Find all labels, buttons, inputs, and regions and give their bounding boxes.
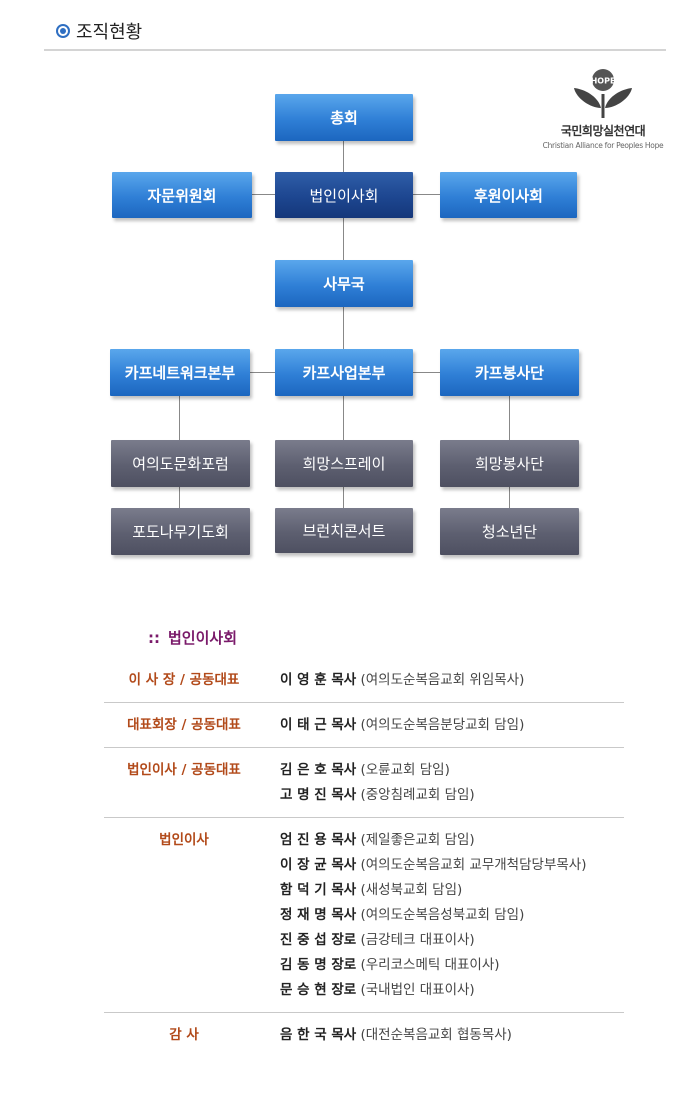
member-affiliation: (우리코스메틱 대표이사) — [360, 957, 500, 973]
member-affiliation: (새성북교회 담임) — [360, 882, 463, 898]
logo-english-name: Christian Alliance for Peoples Hope — [542, 141, 664, 150]
role-label: 법인이사 — [159, 832, 209, 848]
header-divider — [44, 49, 666, 51]
list-item: 김 은 호 목사 (오륜교회 담임) — [280, 758, 624, 783]
member-affiliation: (여의도순복음교회 교무개척담당부목사) — [360, 857, 587, 873]
member-list: 음 한 국 목사 (대전순복음교회 협동목사) — [264, 1023, 624, 1048]
member-name: 문 승 현 장로 — [280, 982, 357, 998]
list-item: 김 동 명 장로 (우리코스메틱 대표이사) — [280, 953, 624, 978]
logo-korean-name: 국민희망실천연대 — [560, 124, 646, 138]
member-name: 진 중 섭 장로 — [280, 932, 357, 948]
list-item: 함 덕 기 목사 (새성북교회 담임) — [280, 878, 624, 903]
org-box-general-assembly[interactable]: 총회 — [275, 94, 413, 141]
org-box-board-of-directors[interactable]: 법인이사회 — [275, 172, 413, 218]
section-marker: :: — [148, 629, 160, 647]
member-affiliation: (대전순복음교회 협동목사) — [360, 1027, 512, 1043]
section-header: 조직현황 — [56, 18, 142, 44]
member-affiliation: (국내법인 대표이사) — [360, 982, 475, 998]
org-box-hope-volunteer[interactable]: 희망봉사단 — [440, 440, 579, 487]
member-affiliation: (오륜교회 담임) — [360, 762, 450, 778]
board-section-title: ::법인이사회 — [148, 627, 237, 648]
member-name: 김 동 명 장로 — [280, 957, 357, 973]
connector-line — [343, 307, 344, 349]
member-affiliation: (금강테크 대표이사) — [360, 932, 475, 948]
role-label: 대표회장 / 공동대표 — [127, 717, 241, 733]
member-list: 이 태 근 목사 (여의도순복음분당교회 담임) — [264, 713, 624, 738]
table-row: 이 사 장 / 공동대표 이 영 훈 목사 (여의도순복음교회 위임목사) — [104, 658, 624, 703]
list-item: 이 영 훈 목사 (여의도순복음교회 위임목사) — [280, 668, 624, 693]
role-label: 감 사 — [169, 1027, 199, 1043]
member-list: 엄 진 용 목사 (제일좋은교회 담임)이 장 균 목사 (여의도순복음교회 교… — [264, 828, 624, 1003]
org-box-secretariat[interactable]: 사무국 — [275, 260, 413, 307]
section-title-text: 법인이사회 — [168, 629, 238, 647]
member-name: 함 덕 기 목사 — [280, 882, 357, 898]
member-name: 이 장 균 목사 — [280, 857, 357, 873]
org-box-sponsor-board[interactable]: 후원이사회 — [440, 172, 577, 218]
organization-logo: HOPE 국민희망실천연대 Christian Alliance for Peo… — [538, 68, 668, 150]
member-affiliation: (여의도순복음분당교회 담임) — [360, 717, 525, 733]
member-name: 이 태 근 목사 — [280, 717, 357, 733]
list-item: 고 명 진 목사 (중앙침례교회 담임) — [280, 783, 624, 808]
member-name: 김 은 호 목사 — [280, 762, 357, 778]
hope-leaves-icon: HOPE — [574, 69, 632, 118]
org-box-business-hq[interactable]: 카프사업본부 — [275, 349, 413, 396]
role-label: 이 사 장 / 공동대표 — [128, 672, 240, 688]
org-box-brunch-concert[interactable]: 브런치콘서트 — [275, 508, 413, 553]
member-list: 이 영 훈 목사 (여의도순복음교회 위임목사) — [264, 668, 624, 693]
org-box-youth-group[interactable]: 청소년단 — [440, 508, 579, 555]
member-name: 엄 진 용 목사 — [280, 832, 357, 848]
member-list: 김 은 호 목사 (오륜교회 담임)고 명 진 목사 (중앙침례교회 담임) — [264, 758, 624, 808]
member-name: 이 영 훈 목사 — [280, 672, 357, 688]
member-affiliation: (여의도순복음성북교회 담임) — [360, 907, 525, 923]
table-row: 감 사 음 한 국 목사 (대전순복음교회 협동목사) — [104, 1013, 624, 1057]
list-item: 문 승 현 장로 (국내법인 대표이사) — [280, 978, 624, 1003]
org-box-network-hq[interactable]: 카프네트워크본부 — [110, 349, 250, 396]
table-row: 대표회장 / 공동대표 이 태 근 목사 (여의도순복음분당교회 담임) — [104, 703, 624, 748]
member-affiliation: (제일좋은교회 담임) — [360, 832, 475, 848]
org-box-vineyard-prayer[interactable]: 포도나무기도회 — [111, 508, 250, 555]
org-box-yeouido-forum[interactable]: 여의도문화포럼 — [111, 440, 250, 487]
org-box-hope-spray[interactable]: 희망스프레이 — [275, 440, 413, 487]
member-name: 고 명 진 목사 — [280, 787, 357, 803]
member-name: 정 재 명 목사 — [280, 907, 357, 923]
list-item: 이 장 균 목사 (여의도순복음교회 교무개척담당부목사) — [280, 853, 624, 878]
list-item: 음 한 국 목사 (대전순복음교회 협동목사) — [280, 1023, 624, 1048]
org-box-advisory-committee[interactable]: 자문위원회 — [112, 172, 252, 218]
list-item: 정 재 명 목사 (여의도순복음성북교회 담임) — [280, 903, 624, 928]
list-item: 진 중 섭 장로 (금강테크 대표이사) — [280, 928, 624, 953]
member-affiliation: (여의도순복음교회 위임목사) — [360, 672, 525, 688]
radio-bullet-icon — [56, 24, 70, 38]
org-box-volunteer-corps[interactable]: 카프봉사단 — [440, 349, 579, 396]
page-title: 조직현황 — [76, 22, 143, 43]
member-name: 음 한 국 목사 — [280, 1027, 357, 1043]
role-label: 법인이사 / 공동대표 — [127, 762, 241, 778]
member-affiliation: (중앙침례교회 담임) — [360, 787, 475, 803]
board-members-table: 이 사 장 / 공동대표 이 영 훈 목사 (여의도순복음교회 위임목사) 대표회장… — [104, 658, 624, 1057]
list-item: 이 태 근 목사 (여의도순복음분당교회 담임) — [280, 713, 624, 738]
svg-text:HOPE: HOPE — [591, 77, 616, 86]
list-item: 엄 진 용 목사 (제일좋은교회 담임) — [280, 828, 624, 853]
